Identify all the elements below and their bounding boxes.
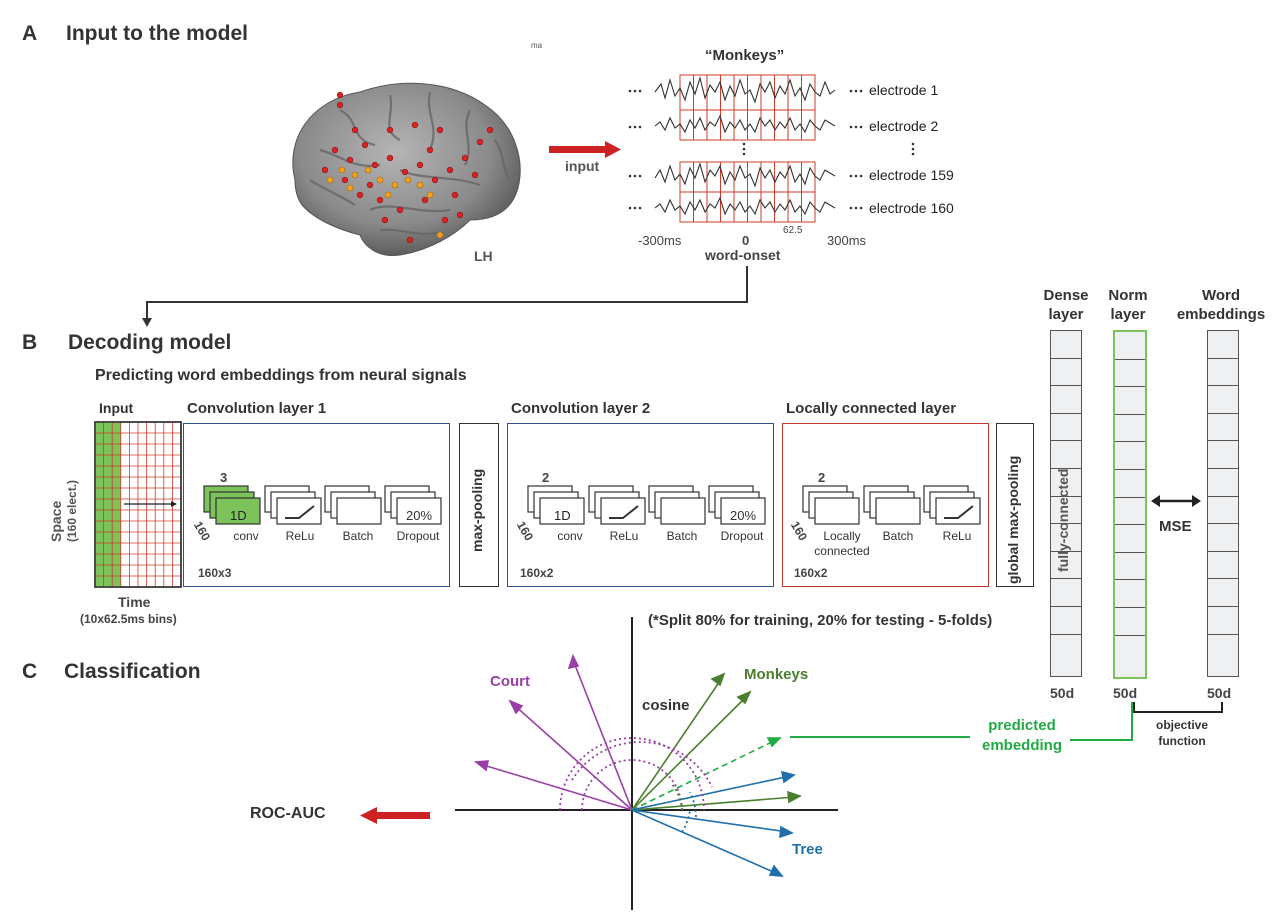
conv2-op-relu: ReLu: [609, 529, 639, 543]
conv1-op-conv: conv: [233, 529, 259, 543]
dense-title: Dense layer: [1043, 287, 1089, 323]
conv1-op-batch: Batch: [342, 529, 374, 543]
conv2-stack-text: 1D: [554, 508, 571, 523]
conv1-dropout-rate: 20%: [405, 508, 433, 523]
connector-arrow: [142, 266, 748, 327]
embeddings-dim: 50d: [1207, 685, 1232, 701]
split-note: (*Split 80% for training, 20% for testin…: [648, 612, 993, 629]
max-pooling-label: max-pooling: [469, 468, 485, 552]
panel-b-title: Decoding model: [68, 331, 232, 354]
norm-layer-column: [1113, 330, 1147, 679]
local-op-locally-connected: Locally connected: [814, 529, 870, 558]
time-label: Time: [118, 594, 151, 610]
embeddings-column: [1207, 330, 1239, 677]
time-zero-label: 0: [742, 233, 750, 248]
cosine-label: cosine: [642, 697, 690, 714]
max-pooling-box: [459, 423, 499, 587]
electrode-1-label: electrode 1: [869, 82, 939, 98]
fully-connected-label: fully-connected: [1055, 468, 1071, 572]
hemisphere-label: LH: [474, 248, 493, 264]
norm-dim: 50d: [1113, 685, 1138, 701]
electrode-159-label: electrode 159: [869, 167, 954, 183]
conv1-shape: 160x3: [198, 566, 232, 580]
conv1-op-dropout: Dropout: [396, 529, 440, 543]
conv1-op-relu: ReLu: [285, 529, 315, 543]
conv2-op-batch: Batch: [666, 529, 698, 543]
time-sub-label: (10x62.5ms bins): [80, 612, 177, 626]
mse-label: MSE: [1159, 518, 1192, 535]
time-left-label: -300ms: [638, 233, 682, 248]
dense-layer-column: [1050, 330, 1082, 677]
electrode-2-label: electrode 2: [869, 118, 939, 134]
conv1-stacks: [203, 485, 442, 525]
electrode-160-label: electrode 160: [869, 200, 954, 216]
mse-arrow: [1151, 495, 1201, 507]
conv2-op-dropout: Dropout: [720, 529, 764, 543]
norm-title: Norm layer: [1108, 287, 1148, 323]
local-op-batch: Batch: [882, 529, 914, 543]
panel-a-letter: A: [22, 22, 38, 45]
input-grid: [94, 421, 182, 588]
panel-c-title: Classification: [64, 660, 201, 683]
conv2-title: Convolution layer 2: [511, 400, 651, 417]
embeddings-title: Word embeddings: [1176, 287, 1266, 323]
tiny-mark: ma: [531, 41, 543, 50]
electrode-signals: [628, 74, 915, 223]
word-court: Court: [490, 673, 530, 690]
bin-width-label: 62.5: [783, 225, 803, 236]
predicted-embedding-label: predicted embedding: [981, 717, 1062, 754]
objective-bracket: [1133, 702, 1223, 713]
objective-label: objective function: [1155, 718, 1209, 748]
conv2-dropout-rate: 20%: [729, 508, 757, 523]
panel-a-title: Input to the model: [66, 22, 248, 45]
conv2-stacks: [527, 485, 766, 525]
brain-image: [292, 82, 521, 257]
conv1-title: Convolution layer 1: [187, 400, 327, 417]
input-label: input: [565, 158, 600, 174]
word-label: “Monkeys”: [705, 47, 785, 64]
time-right-label: 300ms: [827, 233, 867, 248]
local-filters: 2: [818, 470, 826, 485]
global-max-pooling-label: global max-pooling: [1005, 455, 1021, 584]
local-op-relu: ReLu: [942, 529, 972, 543]
panel-c-letter: C: [22, 660, 38, 683]
word-onset-label: word-onset: [705, 247, 781, 263]
input-title: Input: [99, 400, 134, 416]
space-label: Space: [48, 500, 64, 542]
local-title: Locally connected layer: [786, 400, 957, 417]
panel-b-subtitle: Predicting word embeddings from neural s…: [95, 367, 467, 384]
global-max-pooling-box: [996, 423, 1034, 587]
conv2-shape: 160x2: [520, 566, 554, 580]
conv1-filters: 3: [220, 470, 228, 485]
dense-dim: 50d: [1050, 685, 1075, 701]
conv1-stack-text: 1D: [230, 508, 247, 523]
conv2-op-conv: conv: [557, 529, 583, 543]
roc-auc-label: ROC-AUC: [250, 805, 326, 822]
local-shape: 160x2: [794, 566, 828, 580]
panel-b-letter: B: [22, 331, 38, 354]
space-sub-label: (160 elect.): [65, 479, 79, 542]
word-monkeys: Monkeys: [744, 666, 809, 683]
classification-plot: [360, 617, 1133, 910]
word-tree: Tree: [792, 841, 823, 858]
input-arrow: [549, 141, 621, 158]
conv2-filters: 2: [542, 470, 550, 485]
local-stacks: [802, 485, 981, 525]
